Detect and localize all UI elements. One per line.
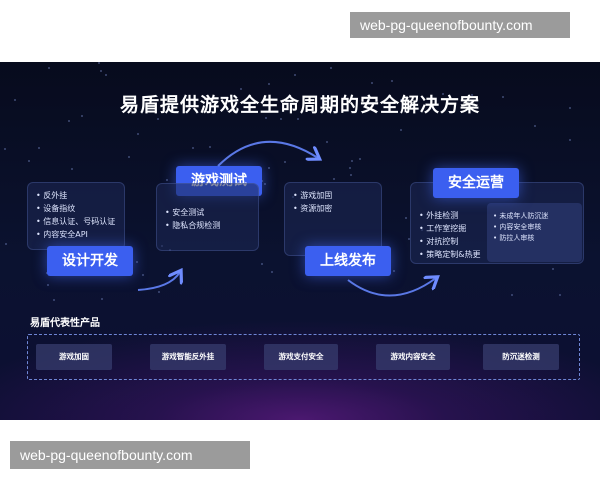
star xyxy=(511,294,513,296)
star xyxy=(28,160,30,162)
star xyxy=(137,133,139,135)
product-item: 游戏支付安全 xyxy=(264,344,338,370)
stage-item: 设备指纹 xyxy=(36,202,124,215)
star xyxy=(502,96,504,98)
star xyxy=(569,139,571,141)
products-box: 游戏加固 游戏智能反外挂 游戏支付安全 游戏内容安全 防沉迷检测 xyxy=(27,334,580,380)
star xyxy=(100,70,102,72)
arrow-testing-to-launch xyxy=(217,140,318,167)
star xyxy=(559,294,561,296)
star xyxy=(534,125,536,127)
star xyxy=(294,74,296,76)
star xyxy=(400,129,402,131)
star xyxy=(349,167,351,169)
star xyxy=(14,99,16,101)
stage-item: 反外挂 xyxy=(36,189,124,202)
product-item: 游戏内容安全 xyxy=(376,344,450,370)
stage-item: 外挂检测 xyxy=(419,209,481,222)
arrow-launch-to-operations xyxy=(347,278,436,297)
star xyxy=(4,148,6,150)
star xyxy=(408,238,410,240)
star xyxy=(158,291,160,293)
star xyxy=(284,161,286,163)
stage-item: 隐私合规检测 xyxy=(165,219,258,232)
stage-item: 防拉人审核 xyxy=(493,233,582,244)
star xyxy=(240,88,242,90)
star xyxy=(264,183,266,185)
star xyxy=(471,94,473,96)
star xyxy=(265,117,267,119)
star xyxy=(280,118,282,120)
stage-card-testing: 安全测试 隐私合规检测 xyxy=(156,183,259,251)
star xyxy=(5,243,7,245)
star xyxy=(128,156,130,158)
products-section-label: 易盾代表性产品 xyxy=(30,318,100,329)
stage-item: 资源加密 xyxy=(293,202,381,215)
star xyxy=(38,147,40,149)
star xyxy=(442,93,444,95)
stage-item: 内容安全API xyxy=(36,228,124,241)
stage-item: 对抗控制 xyxy=(419,235,481,248)
stage-card-operations: 外挂检测 工作室挖掘 对抗控制 策略定制&热更 未成年人防沉迷 内容安全审核 防… xyxy=(410,182,584,264)
star xyxy=(350,174,352,176)
star xyxy=(268,83,270,85)
diagram-panel: 易盾提供游戏全生命周期的安全解决方案 反外挂 设备指纹 信息认证、号码认证 内容… xyxy=(0,62,600,420)
star xyxy=(68,120,70,122)
stage-label-launch: 上线发布 xyxy=(305,246,391,276)
star xyxy=(136,261,138,263)
stage-card-launch: 游戏加固 资源加密 xyxy=(284,182,382,256)
star xyxy=(47,284,49,286)
star xyxy=(81,115,83,117)
star xyxy=(71,168,73,170)
product-item: 防沉迷检测 xyxy=(483,344,559,370)
star xyxy=(552,268,554,270)
star xyxy=(268,167,270,169)
star xyxy=(330,67,332,69)
star xyxy=(297,118,299,120)
star xyxy=(371,82,373,84)
diagram-title: 易盾提供游戏全生命周期的安全解决方案 xyxy=(119,94,480,116)
star xyxy=(391,80,393,82)
stage-label-operations: 安全运营 xyxy=(433,168,519,198)
stage-item: 安全测试 xyxy=(165,206,258,219)
star xyxy=(166,179,168,181)
star xyxy=(569,107,571,109)
stage-item: 未成年人防沉迷 xyxy=(493,211,582,222)
star xyxy=(261,180,263,182)
star xyxy=(48,67,50,69)
star xyxy=(105,74,107,76)
star xyxy=(209,146,211,148)
star xyxy=(400,99,402,101)
star xyxy=(142,274,144,276)
star xyxy=(101,298,103,300)
stage-subcard-operations: 未成年人防沉迷 内容安全审核 防拉人审核 xyxy=(487,203,582,262)
star xyxy=(98,62,100,64)
watermark-bottom: web-pg-queenofbounty.com xyxy=(10,441,250,469)
product-item: 游戏智能反外挂 xyxy=(150,344,226,370)
star xyxy=(53,299,55,301)
star xyxy=(271,271,273,273)
stage-item: 游戏加固 xyxy=(293,189,381,202)
star xyxy=(333,178,335,180)
star xyxy=(359,158,361,160)
stage-item: 工作室挖掘 xyxy=(419,222,481,235)
stage-label-design: 设计开发 xyxy=(47,246,133,276)
star xyxy=(326,141,328,143)
star xyxy=(261,263,263,265)
flow-arrows xyxy=(137,140,600,297)
star xyxy=(393,270,395,272)
stage-item: 内容安全审核 xyxy=(493,222,582,233)
star xyxy=(157,118,159,120)
star xyxy=(192,147,194,149)
star xyxy=(351,160,353,162)
stage-item: 策略定制&热更 xyxy=(419,248,480,261)
star xyxy=(405,217,407,219)
product-item: 游戏加固 xyxy=(36,344,112,370)
watermark-top: web-pg-queenofbounty.com xyxy=(350,12,570,38)
arrow-design-to-testing xyxy=(137,272,180,291)
stage-item: 信息认证、号码认证 xyxy=(36,215,124,228)
